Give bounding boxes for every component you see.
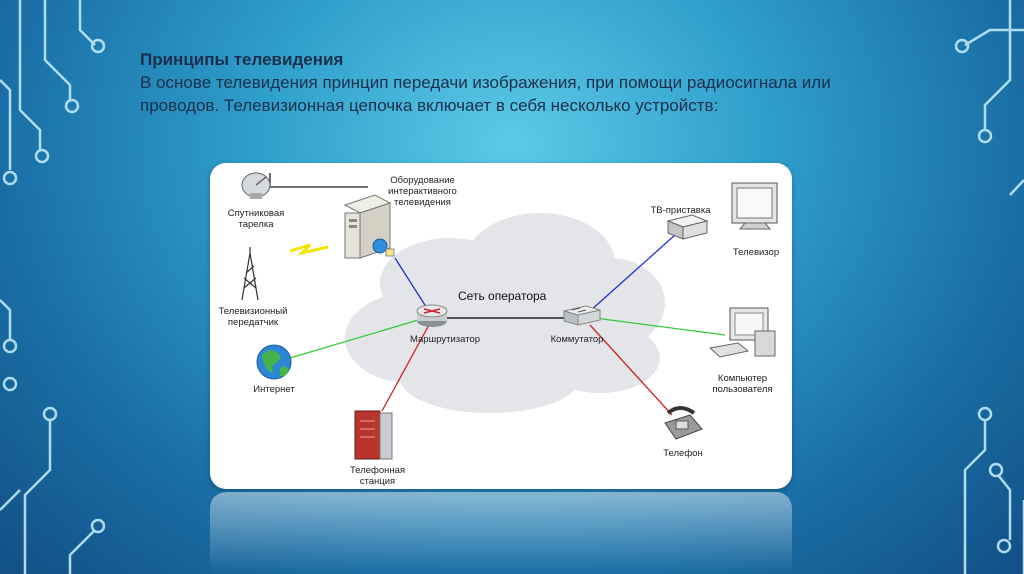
- satellite-dish-icon: [241, 172, 271, 199]
- operator-network-cloud: [345, 213, 665, 413]
- link-switch-phone: [589, 324, 673, 416]
- itv-equipment-label: Оборудование интерактивного телевидения: [388, 175, 457, 208]
- phone-station-icon: [354, 410, 393, 460]
- tv-label: Телевизор: [732, 247, 780, 258]
- stb-label: ТВ-приставка: [650, 205, 711, 216]
- network-diagram-card: Сеть оператора Спутниковая тарелка Обору…: [210, 163, 792, 489]
- itv-server-icon: [343, 194, 395, 259]
- phone-label: Телефон: [663, 448, 703, 459]
- tv-monitor-icon: [731, 182, 778, 230]
- link-switch-stb: [589, 234, 676, 312]
- tv-transmitter-icon: [241, 247, 259, 301]
- link-internet-router: [289, 317, 426, 359]
- title-block: Принципы телевидения В основе телевидени…: [140, 48, 840, 117]
- router-icon: [416, 304, 448, 327]
- slide-body-text: В основе телевидения принцип передачи из…: [140, 73, 831, 115]
- pc-label: Компьютер пользователя: [712, 373, 773, 395]
- link-router-phonestation: [381, 322, 431, 412]
- slide-heading: Принципы телевидения: [140, 50, 344, 69]
- cloud-label: Сеть оператора: [458, 289, 547, 303]
- telephone-icon: [664, 406, 703, 440]
- switch-label: Коммутатор: [550, 334, 604, 345]
- tv-transmitter-label: Телевизионный передатчик: [218, 306, 288, 328]
- link-itv-router: [394, 257, 431, 314]
- network-diagram: [241, 172, 778, 460]
- link-switch-pc: [594, 317, 726, 336]
- wireless-link-icon: [289, 243, 329, 256]
- router-label: Маршрутизатор: [410, 334, 481, 345]
- switch-icon: [563, 305, 601, 326]
- satellite-label: Спутниковая тарелка: [227, 208, 285, 230]
- card-reflection: [210, 492, 792, 574]
- set-top-box-icon: [666, 214, 709, 240]
- user-pc-icon: [708, 307, 776, 358]
- internet-globe-icon: [256, 344, 292, 380]
- internet-label: Интернет: [253, 384, 295, 395]
- phone-station-label: Телефонная станция: [349, 465, 406, 487]
